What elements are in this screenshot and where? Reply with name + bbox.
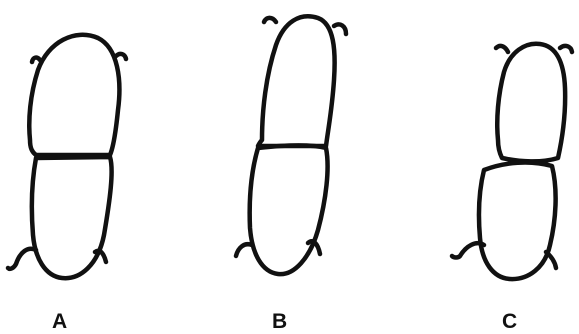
figure-c-top-left-hook bbox=[496, 46, 508, 52]
figure-b-top-left-hook bbox=[264, 18, 276, 22]
figure-c-lower-cell bbox=[479, 163, 556, 280]
figure-b-upper-cell bbox=[258, 16, 335, 146]
figure-b-top-right-hook bbox=[334, 24, 346, 34]
figure-a-lower-cell bbox=[32, 157, 112, 278]
figure-a-upper-cell bbox=[29, 35, 119, 155]
figure-b-lower-cell bbox=[250, 145, 328, 274]
figure-a: A bbox=[8, 35, 126, 333]
figure-a-bottom-left-flagellum bbox=[8, 249, 36, 269]
figure-b-label: B bbox=[272, 310, 287, 333]
figure-a-top-left-hook bbox=[32, 58, 40, 62]
figure-c-label: C bbox=[502, 310, 517, 333]
figure-a-top-right-hook bbox=[116, 54, 126, 59]
figure-c: C bbox=[452, 44, 572, 333]
figure-c-bottom-right-flagellum bbox=[546, 252, 556, 268]
figure-c-upper-cell bbox=[497, 44, 565, 162]
figure-b-bottom-left-flagellum bbox=[236, 244, 252, 256]
figure-b: B bbox=[236, 16, 346, 333]
figure-c-top-right-hook bbox=[560, 46, 572, 52]
figure-a-label: A bbox=[52, 310, 67, 333]
figure-c-bottom-left-flagellum bbox=[452, 243, 484, 257]
